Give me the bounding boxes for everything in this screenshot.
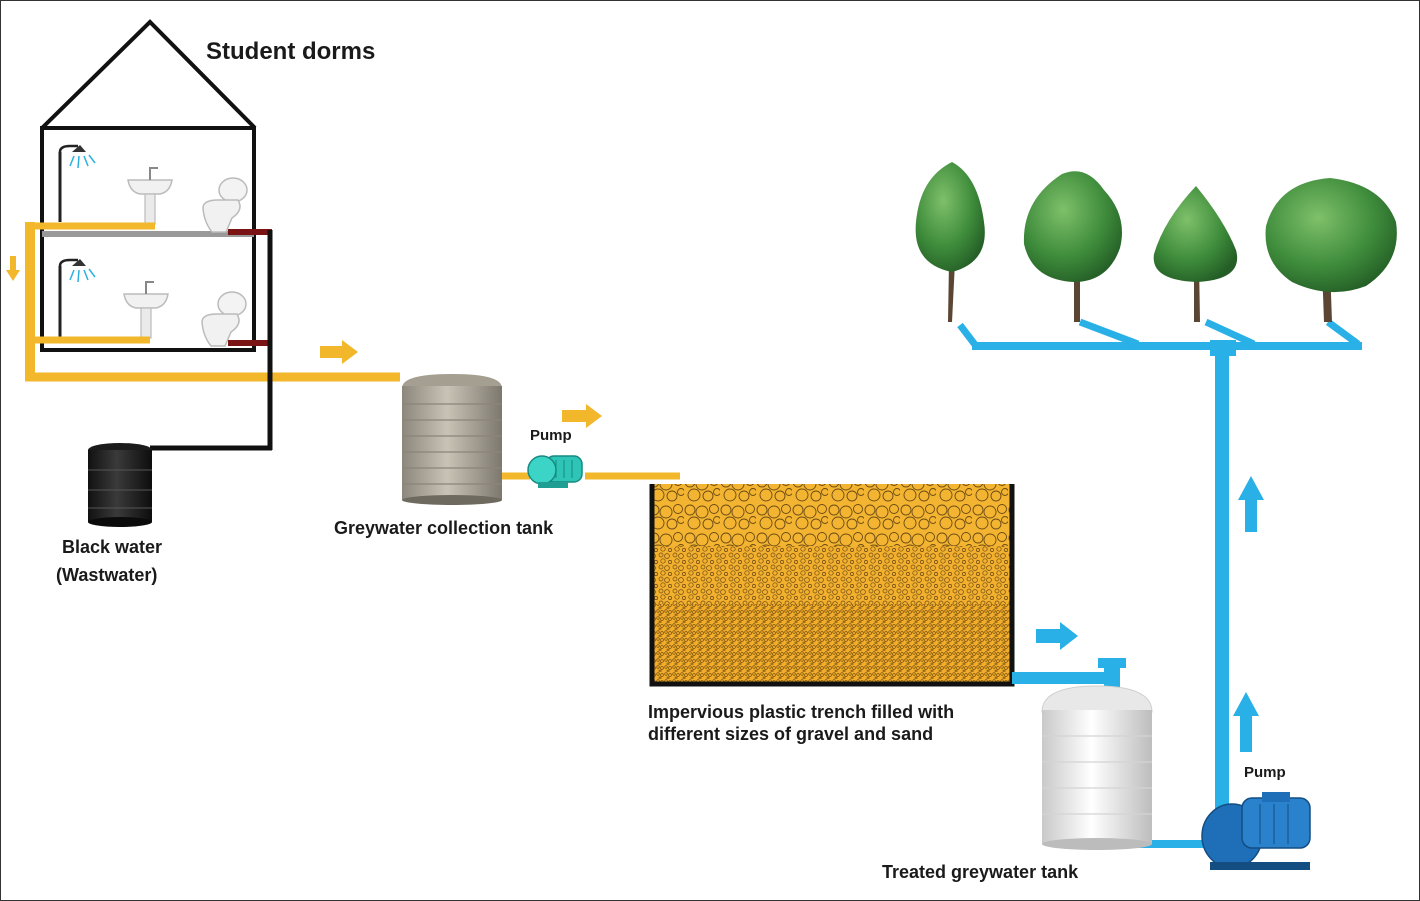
- blackwater-pipes: [150, 229, 273, 451]
- up-arrow-icon: [1238, 476, 1264, 532]
- down-arrow-icon: [6, 256, 20, 281]
- toilet-icon: [201, 291, 247, 347]
- trench-label-line-1: Impervious plastic trench filled with: [648, 702, 955, 722]
- trench-label-line-2: different sizes of gravel and sand: [648, 724, 934, 744]
- toilet-icon: [202, 177, 248, 233]
- treated-water-pipes: [957, 318, 1362, 848]
- greywater-pipes: [25, 222, 680, 480]
- student-dorm-building: [40, 19, 257, 352]
- treated-greywater-tank: [1041, 685, 1153, 850]
- gravel-sand-trench: [649, 484, 1015, 687]
- trees: [915, 162, 1397, 322]
- pump-icon: [1201, 792, 1311, 870]
- pump-label: Pump: [1244, 764, 1286, 781]
- tree-icon: [1153, 186, 1238, 322]
- sink-icon: [127, 167, 173, 225]
- flow-arrows-treated: [1036, 476, 1264, 752]
- wastewater-label: (Wastwater): [56, 565, 158, 585]
- flow-arrows-greywater: [6, 256, 602, 428]
- house-roof: [40, 19, 257, 130]
- pump-label: Pump: [530, 427, 572, 444]
- building-label: Student dorms: [206, 38, 376, 65]
- black-water-tank: [88, 443, 152, 527]
- greywater-collection-tank: [402, 374, 502, 505]
- up-arrow-icon: [1233, 692, 1259, 752]
- sink-icon: [123, 281, 169, 339]
- floor-1-fixtures: [58, 144, 248, 233]
- house-walls: [40, 126, 256, 352]
- tree-icon: [915, 162, 985, 322]
- right-arrow-icon: [562, 404, 602, 428]
- collection-tank-label: Greywater collection tank: [334, 518, 554, 538]
- floor-2-fixtures: [58, 258, 247, 347]
- right-arrow-icon: [1036, 622, 1078, 650]
- pump-icon: [527, 455, 583, 488]
- right-arrow-icon: [320, 340, 358, 364]
- black-water-label: Black water: [62, 537, 163, 557]
- tree-icon: [1265, 178, 1397, 322]
- tree-icon: [1023, 171, 1122, 322]
- treated-tank-label: Treated greywater tank: [882, 862, 1079, 882]
- shower-icon: [58, 144, 96, 222]
- shower-icon: [58, 258, 96, 338]
